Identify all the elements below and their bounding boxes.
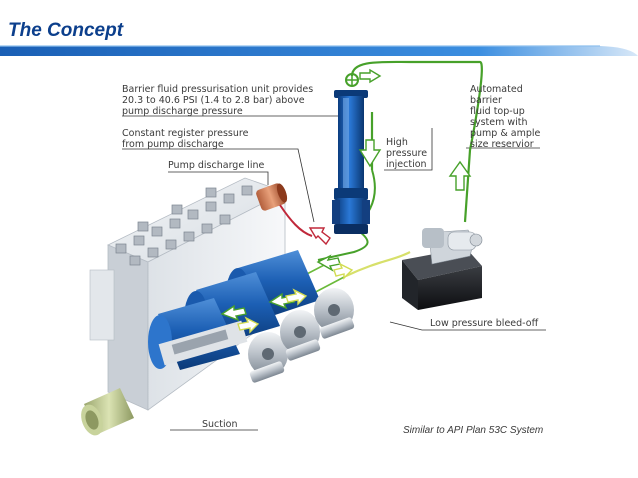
flow-arrows xyxy=(220,68,472,334)
discharge-line-label: Pump discharge line xyxy=(168,160,265,171)
barrier-unit-label: Barrier fluid pressurisation unit provid… xyxy=(122,84,314,117)
accumulator-cylinder xyxy=(332,73,370,234)
title-underline-bar xyxy=(0,45,638,56)
slide-title: The Concept xyxy=(8,20,124,41)
flow-arrow xyxy=(333,262,354,280)
flow-arrow xyxy=(358,139,382,168)
flow-arrow xyxy=(308,227,331,246)
flow-arrow xyxy=(359,68,382,84)
suction-pipe xyxy=(81,388,134,436)
flow-arrow xyxy=(220,304,247,322)
seal-cartridges xyxy=(148,250,355,383)
similar-note: Similar to API Plan 53C System xyxy=(403,425,544,436)
flow-arrow xyxy=(237,316,260,334)
suction-label: Suction xyxy=(202,419,238,430)
top-up-pump-unit xyxy=(402,228,483,310)
leader-lines xyxy=(122,115,546,431)
flow-arrow xyxy=(448,160,472,191)
shaft-ends xyxy=(249,317,355,383)
bleed-off-label: Low pressure bleed-off xyxy=(430,318,539,329)
register-pressure-label: Constant register pressure from pump dis… xyxy=(122,128,249,150)
bolt-heads xyxy=(115,185,253,266)
flow-arrow xyxy=(316,254,341,272)
top-up-label: Automated barrier fluid top-up system wi… xyxy=(470,84,541,150)
flow-arrow xyxy=(285,288,308,306)
high-pressure-label: High pressure injection xyxy=(386,137,428,170)
discharge-pipe xyxy=(256,183,313,237)
